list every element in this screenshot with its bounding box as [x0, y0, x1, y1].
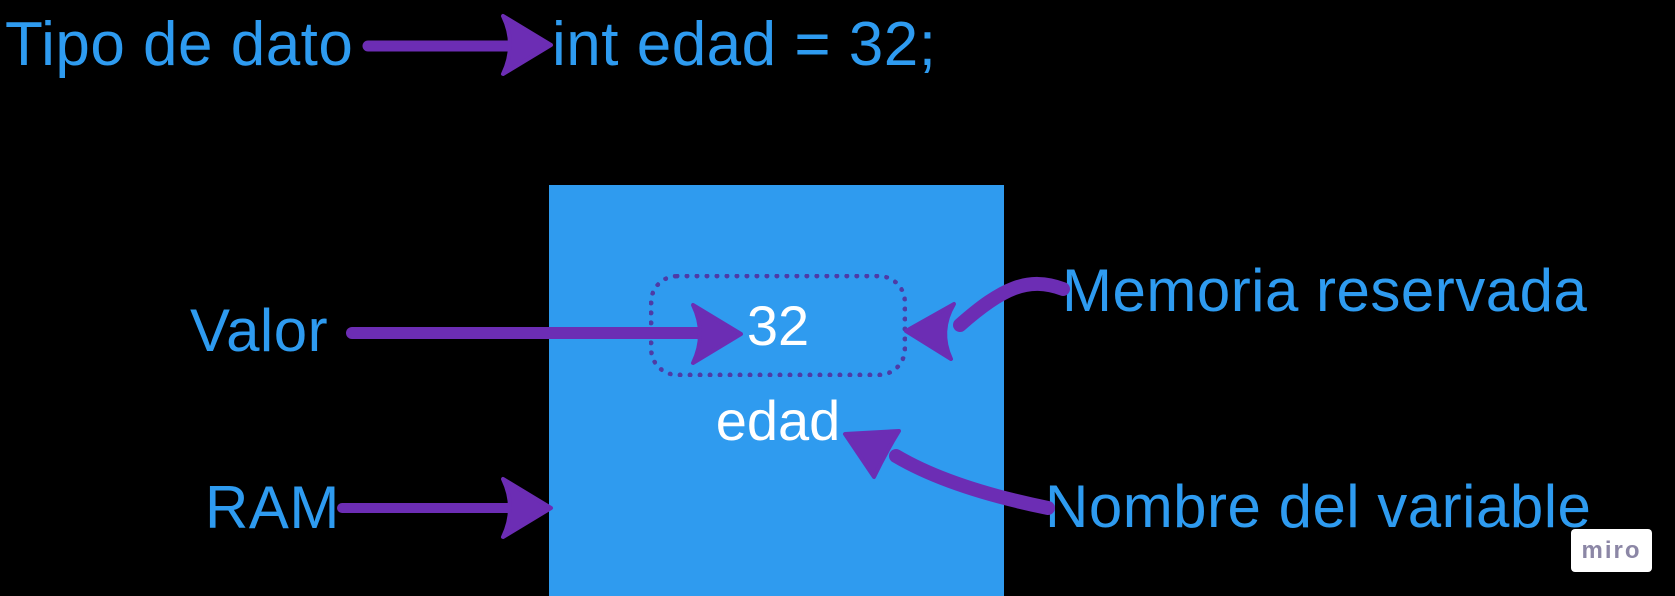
reserved-memory-cell: 32 — [649, 274, 907, 377]
memoria-reservada-label: Memoria reservada — [1062, 257, 1588, 324]
variable-value: 32 — [746, 293, 810, 357]
ram-square: 32 edad — [549, 185, 1004, 596]
tipo-de-dato-label: Tipo de dato — [5, 10, 354, 79]
valor-label: Valor — [190, 297, 329, 364]
miro-logo: miro — [1581, 536, 1642, 564]
nombre-del-variable-label: Nombre del variable — [1045, 473, 1592, 540]
ram-arrow — [337, 477, 553, 539]
variable-name: edad — [715, 389, 841, 452]
tipo-de-dato-arrow — [362, 14, 553, 76]
ram-label: RAM — [205, 474, 340, 541]
code-text: int edad = 32; — [552, 10, 937, 79]
miro-watermark-badge: miro — [1571, 529, 1652, 572]
